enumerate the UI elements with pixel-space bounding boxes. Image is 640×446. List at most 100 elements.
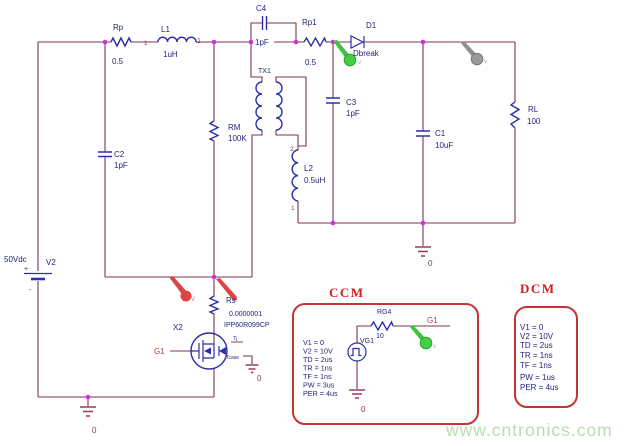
c2-value: 1pF (114, 161, 128, 170)
dcm-param: TD = 2us (520, 341, 553, 350)
voltage-probe-green-gate[interactable] (409, 325, 433, 350)
dcm-param: PW = 1us (520, 373, 555, 382)
rm-label: RM (228, 123, 241, 132)
ccm-param: TD = 2us (303, 355, 333, 364)
c1-label: C1 (435, 129, 446, 138)
dcm-param: V2 = 10V (520, 332, 554, 341)
ground-left-label: 0 (92, 426, 97, 435)
dcm-box (514, 306, 578, 408)
probe-green-v-letter: v (358, 60, 361, 66)
rs-label: Rs (226, 296, 236, 305)
l2-value: 0.5uH (304, 176, 326, 185)
rg4-label: RG4 (377, 309, 392, 316)
voltage-probe-gray-output[interactable] (460, 41, 484, 66)
l1-label: L1 (161, 25, 170, 34)
tx1-label: TX1 (258, 68, 271, 75)
l2-pin2: 2 (290, 146, 294, 153)
ccm-param: TR = 1ns (303, 364, 333, 373)
dcm-param: TF = 1ns (520, 361, 552, 370)
v2-plus: + (24, 266, 28, 273)
inductor-l1[interactable] (157, 36, 197, 43)
ccm-param: TF = 1ns (303, 372, 332, 381)
probe-gray-v-letter: v (484, 59, 487, 65)
rl-label: RL (528, 105, 539, 114)
x2-part-number: IPP60R099CP (224, 322, 270, 329)
v2-label: V2 (46, 258, 56, 267)
rp1-value: 0.5 (305, 58, 317, 67)
c4-label: C4 (256, 4, 267, 13)
rp-label: Rp (113, 23, 124, 32)
v2-minus: - (29, 287, 32, 294)
probe-gate-v-letter: v (433, 344, 436, 350)
ground-tcase-label: 0 (257, 374, 262, 383)
watermark: www.cntronics.com (445, 420, 613, 440)
diode-d1[interactable] (350, 35, 365, 49)
l2-pin1: 1 (291, 205, 295, 212)
d1-model: Dbreak (353, 49, 380, 58)
ground-left[interactable] (80, 406, 96, 417)
resistor-rg4[interactable] (370, 320, 394, 332)
resistor-rs[interactable] (208, 295, 220, 315)
dc-source-v2[interactable] (24, 272, 52, 281)
c4-value: 1pF (255, 38, 269, 47)
resistor-rm[interactable] (208, 120, 220, 142)
ccm-param: V1 = 0 (303, 338, 324, 347)
c3-label: C3 (346, 98, 357, 107)
x2-tj-pin: Tj (233, 336, 237, 342)
ground-ccm-label: 0 (361, 405, 366, 414)
resistor-rp[interactable] (110, 36, 132, 48)
resistor-rp1[interactable] (303, 36, 327, 48)
rm-value: 100K (228, 134, 247, 143)
dcm-param: TR = 1ns (520, 351, 553, 360)
ccm-params: V1 = 0 V2 = 10V TD = 2us TR = 1ns TF = 1… (303, 338, 338, 398)
wires (37, 22, 516, 406)
ccm-param: PW = 3us (303, 381, 335, 390)
ground-output[interactable] (415, 246, 431, 257)
d1-label: D1 (366, 21, 377, 30)
vg1-label: VG1 (360, 338, 374, 345)
probe-red-rs[interactable] (216, 278, 237, 301)
ground-output-label: 0 (428, 259, 433, 268)
c1-value: 10uF (435, 141, 453, 150)
mosfet-x2[interactable] (190, 332, 243, 370)
ccm-g1-net-label: G1 (427, 316, 438, 325)
c4-value-bg (253, 36, 274, 46)
ccm-title: CCM (329, 285, 365, 300)
inductor-l2[interactable] (291, 149, 299, 202)
x2-tcase-pin: Tcase (226, 355, 239, 361)
voltage-probe-red[interactable] (169, 276, 192, 302)
l1-value: 1uH (163, 50, 178, 59)
transformer-tx1[interactable] (255, 81, 283, 131)
pulse-source-vg1[interactable] (347, 325, 450, 389)
capacitor-c4[interactable] (261, 16, 268, 30)
gate-net-label: G1 (154, 347, 165, 356)
junction-dots (85, 39, 426, 400)
capacitor-c3[interactable] (326, 97, 340, 104)
resistor-rl[interactable] (509, 101, 521, 129)
ccm-param: V2 = 10V (303, 347, 333, 356)
ground-ccm[interactable] (349, 389, 365, 399)
x2-label: X2 (173, 323, 183, 332)
l1-pin1: 1 (144, 40, 148, 47)
dcm-param: PER = 4us (520, 383, 558, 392)
voltage-probe-green-diode[interactable] (333, 40, 357, 67)
rp-value: 0.5 (112, 57, 124, 66)
l2-label: L2 (304, 164, 313, 173)
ccm-param: PER = 4us (303, 389, 338, 398)
v2-value: 50Vdc (4, 255, 27, 264)
rs-value: 0.0000001 (229, 311, 262, 318)
capacitor-c1[interactable] (416, 130, 430, 137)
dcm-title: DCM (520, 281, 556, 296)
ground-tcase[interactable] (245, 364, 259, 374)
rl-value: 100 (527, 117, 541, 126)
l1-pin2: 2 (197, 38, 201, 45)
dcm-params: V1 = 0 V2 = 10V TD = 2us TR = 1ns TF = 1… (520, 323, 558, 392)
c2-label: C2 (114, 150, 125, 159)
rp1-label: Rp1 (302, 18, 317, 27)
capacitor-c2[interactable] (98, 151, 112, 158)
probe-red-v-letter: V (191, 297, 195, 303)
c3-value: 1pF (346, 109, 360, 118)
rg4-value: 10 (376, 333, 384, 340)
